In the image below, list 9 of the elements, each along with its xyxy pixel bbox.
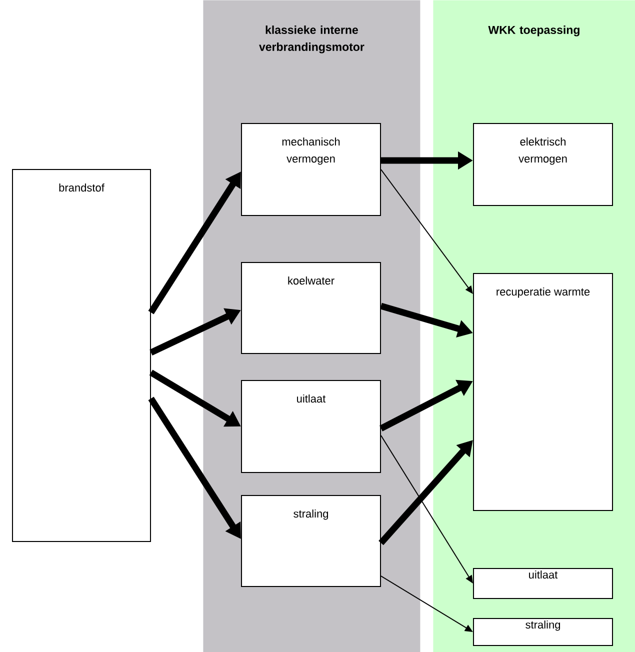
process-box: straling: [241, 495, 381, 587]
process-box: uitlaat: [241, 380, 381, 473]
process-box: recuperatie warmte: [473, 273, 613, 511]
process-box: elektrisch vermogen: [473, 123, 613, 206]
process-box: straling: [473, 618, 613, 646]
process-box: mechanisch vermogen: [241, 123, 381, 216]
process-box: brandstof: [12, 169, 151, 542]
process-box: koelwater: [241, 262, 381, 354]
process-box: uitlaat: [473, 568, 613, 599]
